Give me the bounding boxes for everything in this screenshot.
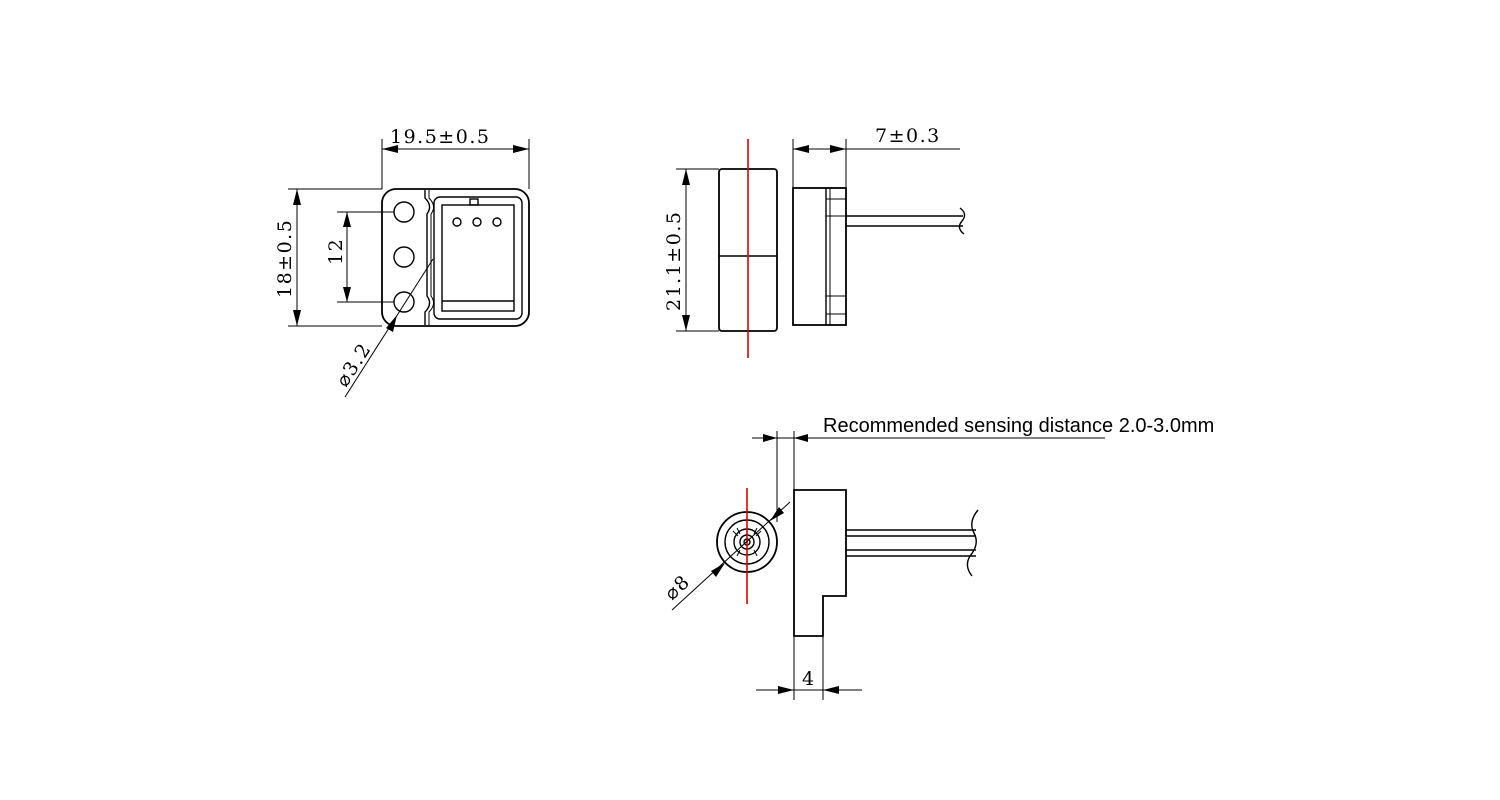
mounting-hole-bottom	[393, 291, 415, 313]
front-tab-divider-inner	[428, 190, 435, 325]
connector-pin-3	[492, 217, 502, 227]
dim-front-width: 19.5±0.5	[381, 126, 530, 189]
magnet-diameter-label: ⌀8	[660, 570, 694, 604]
sensing-distance-note: Recommended sensing distance 2.0-3.0mm	[823, 415, 1214, 437]
side-cable-break	[958, 207, 966, 235]
side-body-right	[792, 187, 847, 326]
front-tab-divider	[424, 190, 431, 325]
hole-diameter-label: ⌀3.2	[332, 339, 376, 391]
connector-latch	[469, 198, 479, 206]
dim-front-height: 18±0.5	[274, 188, 382, 327]
connector-pin-1	[452, 217, 462, 227]
dim-magnet-diameter: ⌀8	[660, 501, 791, 611]
mounting-hole-top	[393, 201, 415, 223]
hole-spacing-label: 12	[325, 238, 347, 265]
front-height-label: 18±0.5	[274, 219, 296, 298]
side-thickness-label: 7±0.3	[875, 125, 941, 147]
dim-flange-width: 4	[756, 636, 862, 700]
side-view: 21.1±0.5 7±0.3	[663, 125, 966, 358]
connector-housing-outer	[433, 196, 523, 320]
connector-pin-2	[472, 217, 482, 227]
flange-width-label: 4	[802, 668, 816, 690]
dim-hole-spacing: 12	[325, 211, 394, 303]
bottom-cable-break	[966, 509, 979, 577]
bottom-body-outline	[793, 489, 847, 637]
side-height-label: 21.1±0.5	[663, 211, 685, 311]
front-view: 19.5±0.5 18±0.5 12 ⌀3.2	[274, 126, 530, 398]
front-body-outline	[381, 188, 530, 327]
dim-side-thickness: 7±0.3	[792, 125, 960, 188]
dim-side-height: 21.1±0.5	[663, 168, 719, 332]
bottom-view: ⌀8 Recommended sensing distance 2.0-3.0m…	[660, 415, 1214, 700]
mounting-hole-middle	[393, 246, 415, 268]
dim-sensing-distance: Recommended sensing distance 2.0-3.0mm	[752, 415, 1214, 522]
front-width-label: 19.5±0.5	[390, 126, 490, 148]
